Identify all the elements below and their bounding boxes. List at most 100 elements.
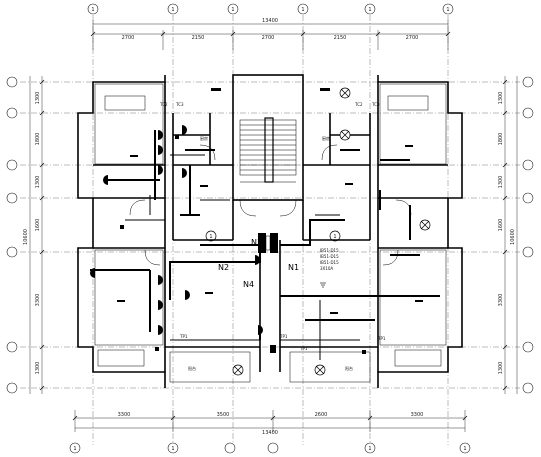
axis-bubble-labels: 1 1 1 1 1 1 1 1 1 1	[73, 7, 466, 452]
axis-bubble	[267, 442, 279, 454]
panel-marker-right	[329, 230, 341, 242]
stairs	[239, 117, 297, 183]
tag-tp1-a: TP1	[179, 334, 188, 339]
circuit-label-n4: N4	[243, 280, 254, 289]
switch-symbol	[175, 135, 179, 139]
axis-bubble	[459, 442, 471, 454]
outlet-symbol	[182, 168, 187, 178]
axis-bubble	[522, 159, 534, 171]
outlet-symbol	[185, 290, 190, 300]
panel-small	[270, 345, 276, 353]
bottom-dim-2: 3500	[217, 412, 230, 418]
outlet-symbol	[158, 165, 163, 175]
top-dim-2: 2150	[192, 35, 205, 41]
door-swing	[239, 199, 257, 217]
panel-marker-left	[205, 230, 217, 242]
wall-left-outer	[77, 75, 166, 388]
bedroom-top-right	[379, 83, 447, 165]
circuit-label-n1: N1	[288, 263, 299, 272]
axis-label: 1	[171, 7, 174, 13]
top-dim-4: 2150	[334, 35, 347, 41]
axis-bubble	[364, 3, 376, 15]
balcony-center-right	[289, 351, 371, 383]
tag-tc3-right: TC3	[371, 102, 380, 107]
top-total-dim: 13400	[262, 18, 278, 24]
balcony-bottom-left	[97, 349, 145, 367]
door-swing	[129, 199, 146, 216]
left-dim-5: 3300	[35, 294, 41, 307]
axis-bubble	[6, 76, 18, 88]
right-dim-4: 1600	[498, 219, 504, 232]
tag-tc3-left: TC3	[175, 102, 184, 107]
axis-label: 1	[368, 446, 371, 452]
balcony-center-left	[169, 351, 251, 383]
axis-label: 1	[171, 446, 174, 452]
balcony-top-left	[104, 95, 146, 111]
circuit-n2	[169, 245, 261, 300]
door-swing	[199, 144, 216, 161]
dimension-lines	[29, 20, 518, 432]
outlet-symbol	[158, 145, 163, 155]
top-dim-5: 2700	[406, 35, 419, 41]
top-dim-3: 2700	[262, 35, 275, 41]
door-swing	[321, 144, 338, 161]
axis-bubble	[364, 442, 376, 454]
outlet-symbol	[90, 268, 95, 278]
panel-spec-line-4: 3X10A	[320, 266, 333, 271]
bottom-dim-3: 2600	[315, 412, 328, 418]
outlet-symbol	[103, 175, 108, 185]
stair-flight	[239, 119, 297, 176]
circuit-label-n3: N3	[251, 238, 262, 247]
axis-label: 1	[463, 446, 466, 452]
panel-marker-right-label: 1	[333, 234, 336, 240]
left-dim-1: 1300	[35, 92, 41, 105]
switch-symbol	[205, 292, 213, 294]
balcony-bottom-right	[394, 349, 442, 367]
panel-left	[258, 233, 266, 253]
tag-tp1-d: TP1	[377, 336, 386, 341]
left-total-dim: 10600	[23, 229, 29, 245]
axis-label: 1	[73, 446, 76, 452]
axis-lines	[20, 15, 520, 445]
dimension-ticks	[39, 31, 508, 421]
switch-symbol	[320, 88, 330, 91]
right-dim-1: 1300	[498, 92, 504, 105]
axis-bubble	[522, 76, 534, 88]
bottom-dim-1: 3300	[118, 412, 131, 418]
bedroom-top-left	[94, 83, 164, 165]
outlet-symbol	[255, 255, 260, 265]
right-dim-6: 1300	[498, 362, 504, 375]
axis-bubble	[522, 107, 534, 119]
axis-bubble	[6, 341, 18, 353]
light-fixture-crosses	[233, 88, 430, 375]
axis-bubble	[227, 3, 239, 15]
room-label-kitchen-left: 厨房	[200, 135, 208, 141]
circuit-label-n2: N2	[218, 263, 229, 272]
axis-bubble	[87, 3, 99, 15]
panel-spec-line-3: IB51-D15	[320, 260, 339, 265]
axis-bubble	[6, 192, 18, 204]
outlet-symbol	[158, 325, 163, 335]
switch-symbol	[345, 183, 353, 185]
axis-bubble	[167, 442, 179, 454]
panel-spec-line-2: IB51-D15	[320, 254, 339, 259]
panel-right	[270, 233, 278, 253]
axis-bubble	[522, 382, 534, 394]
left-dim-4: 1600	[35, 219, 41, 232]
axis-bubble	[522, 192, 534, 204]
axis-bubble	[167, 3, 179, 15]
axis-bubble	[6, 107, 18, 119]
door-swing	[279, 199, 297, 217]
ground-symbol	[320, 282, 326, 288]
left-dim-2: 1800	[35, 133, 41, 146]
wiring-thin	[125, 154, 360, 360]
right-dim-3: 1300	[498, 176, 504, 189]
switch-symbol	[211, 88, 221, 91]
outlet-symbol	[158, 300, 163, 310]
top-dim-1: 2700	[122, 35, 135, 41]
door-swing	[382, 249, 399, 266]
tag-tp1-c: TP1	[299, 346, 308, 351]
left-dim-3: 1300	[35, 176, 41, 189]
switch-symbol	[330, 312, 338, 314]
balcony-label-right: 阳台	[345, 365, 353, 371]
